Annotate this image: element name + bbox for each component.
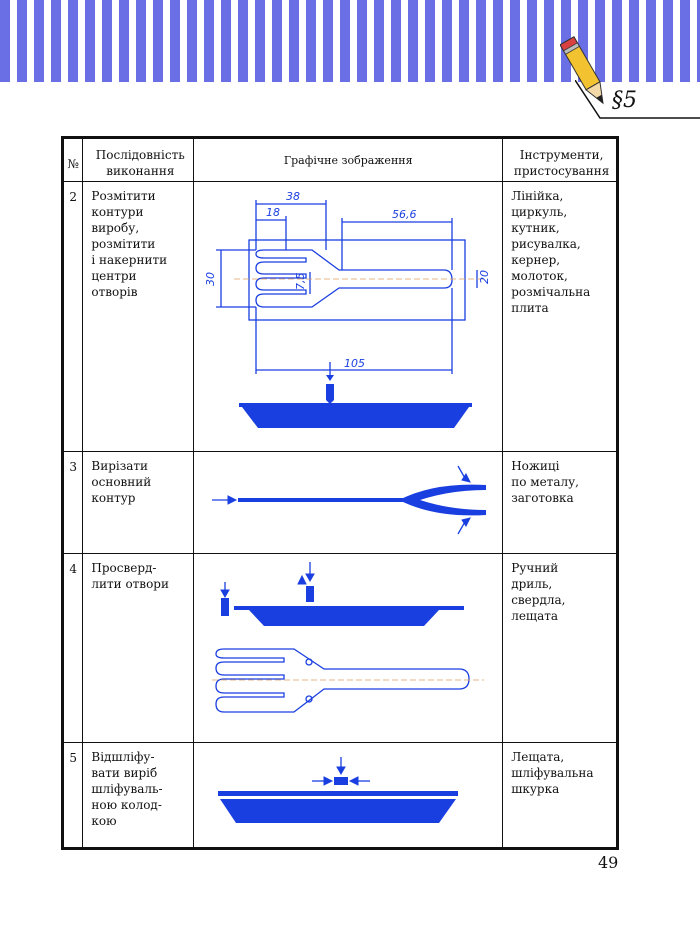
pencil-icon <box>560 36 604 105</box>
dimension-label: 30 <box>204 272 217 286</box>
dimension-label: 105 <box>344 357 365 370</box>
page-number: 49 <box>598 853 619 872</box>
col-header-tools: Інструменти, пристосування <box>502 137 618 182</box>
dimension-label: 56,6 <box>392 208 417 221</box>
col-header-graphic: Графічне зображення <box>193 137 504 182</box>
table-row: 2 Розмітити контури виробу, розмітити і … <box>61 181 618 452</box>
table-row: 5 Відшліфу- вати виріб шліфуваль- ною ко… <box>61 742 618 849</box>
drilling-drawing <box>212 562 485 713</box>
grinding-drawing <box>218 757 459 823</box>
row-tools: Лінійка, циркуль, кутник, рисувалка, кер… <box>511 189 591 315</box>
col-header-num: № <box>61 137 84 182</box>
table-row: 3 Вирізати основний контур Ножиці по мет… <box>61 451 618 554</box>
dimension-label: 18 <box>266 206 280 219</box>
row-sequence: Просверд- лити отвори <box>91 561 169 591</box>
row-number: 4 <box>61 553 84 743</box>
row-number: 5 <box>61 742 84 849</box>
table-row: 4 Просверд- лити отвори <box>61 553 618 743</box>
col-header-sequence: Послідовність виконання <box>82 137 195 182</box>
row-sequence: Відшліфу- вати виріб шліфуваль- ною коло… <box>91 750 163 828</box>
row-tools: Лещата, шліфувальна шкурка <box>511 750 594 796</box>
marking-drawing: 38 18 56,6 30 7,5 20 105 <box>204 190 491 428</box>
dimension-label: 7,5 <box>294 273 307 291</box>
row-number: 2 <box>61 181 84 452</box>
row-sequence: Розмітити контури виробу, розмітити і на… <box>91 189 168 299</box>
row-number: 3 <box>61 451 84 554</box>
dimension-label: 38 <box>286 190 300 203</box>
row-tools: Ручний дриль, свердла, лещата <box>511 561 566 623</box>
cutting-drawing <box>212 465 487 535</box>
steps-table: № Послідовність виконання Графічне зобра… <box>61 136 619 850</box>
section-label: §5 <box>612 88 637 113</box>
row-tools: Ножиці по металу, заготовка <box>511 459 579 505</box>
dimension-label: 20 <box>478 270 491 284</box>
section-tab <box>575 80 700 119</box>
row-sequence: Вирізати основний контур <box>91 459 152 505</box>
